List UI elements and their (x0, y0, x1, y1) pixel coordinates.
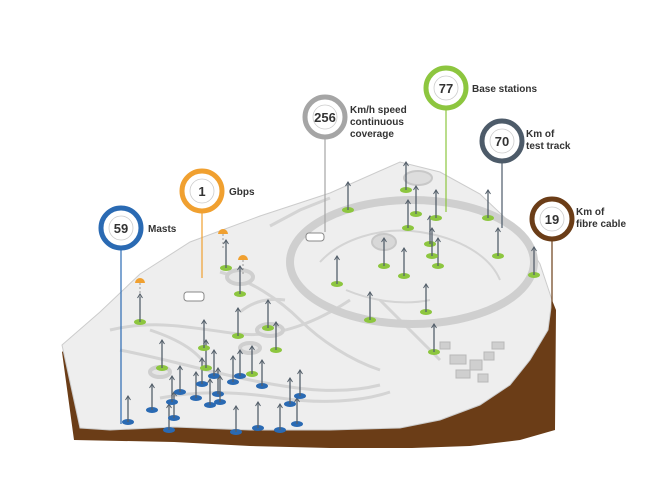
stat-label: Km/h speed (350, 105, 407, 116)
mast-icon (426, 227, 438, 259)
stat-label: Gbps (229, 187, 255, 198)
signal-icon (218, 229, 228, 248)
mast-icon (430, 189, 442, 221)
mast-icon (432, 237, 444, 269)
stat-value: 1 (198, 184, 205, 199)
mast-icon (134, 293, 146, 325)
buildings (439, 341, 505, 383)
mast-icon (196, 357, 208, 387)
mast-icon (294, 369, 306, 399)
mast-icon (378, 237, 390, 269)
stat-value: 70 (495, 134, 509, 149)
mast-icon (428, 323, 440, 355)
mast-icon (262, 299, 274, 331)
top-roundabout (403, 170, 433, 186)
stat-label: test track (526, 141, 571, 152)
mast-icon (122, 395, 134, 425)
stat-label: fibre cable (576, 219, 626, 230)
mast-icon (492, 227, 504, 259)
mast-icon (146, 383, 158, 413)
mast-icon (234, 265, 246, 297)
mast-markers (122, 161, 540, 435)
stat-callout-gbps: 1 Gbps (179, 168, 255, 278)
stat-label: Km of (576, 207, 605, 218)
mast-icon (214, 375, 226, 405)
mast-icon (424, 215, 436, 247)
signal-icon (238, 255, 248, 274)
signal-icon (135, 278, 145, 297)
mast-icon (482, 189, 494, 221)
mast-icon (410, 185, 422, 217)
stat-callout-masts: 59 Masts (98, 205, 177, 424)
mast-icon (291, 397, 303, 427)
car-icon (183, 232, 325, 302)
stat-label: coverage (350, 129, 394, 140)
mast-icon (198, 319, 210, 351)
stat-callouts: 59 Masts 1 Gbps 256 Km/h speedcontinuouscover… (98, 65, 626, 424)
mast-icon (400, 161, 412, 193)
mast-icon (166, 375, 178, 405)
stat-value: 77 (439, 81, 453, 96)
mast-icon (528, 246, 540, 278)
mast-icon (232, 307, 244, 339)
mast-icon (174, 365, 186, 395)
mast-icon (402, 199, 414, 231)
mast-icon (420, 283, 432, 315)
stat-value: 256 (314, 110, 336, 125)
mast-icon (274, 403, 286, 433)
mast-icon (204, 378, 216, 408)
stat-label: Km of (526, 129, 555, 140)
stat-callout-base-stations: 77 Base stations (423, 65, 537, 212)
mast-icon (156, 339, 168, 371)
mast-icon (364, 291, 376, 323)
stat-label: continuous (350, 117, 404, 128)
mast-icon (220, 239, 232, 271)
stat-value: 19 (545, 212, 559, 227)
mast-icon (342, 181, 354, 213)
stat-label: Base stations (472, 84, 537, 95)
mast-icon (246, 345, 258, 377)
mast-icon (398, 247, 410, 279)
mast-icon (190, 371, 202, 401)
mast-icon (284, 377, 296, 407)
mast-icon (227, 355, 239, 385)
mast-icon (208, 349, 220, 379)
mast-icon (331, 255, 343, 287)
mast-icon (270, 321, 282, 353)
mast-icon (230, 405, 242, 435)
mast-icon (252, 401, 264, 431)
stat-value: 59 (114, 221, 128, 236)
mast-icon (212, 367, 224, 397)
mast-icon (256, 359, 268, 389)
mast-icon (234, 349, 246, 379)
stat-label: Masts (148, 224, 177, 235)
